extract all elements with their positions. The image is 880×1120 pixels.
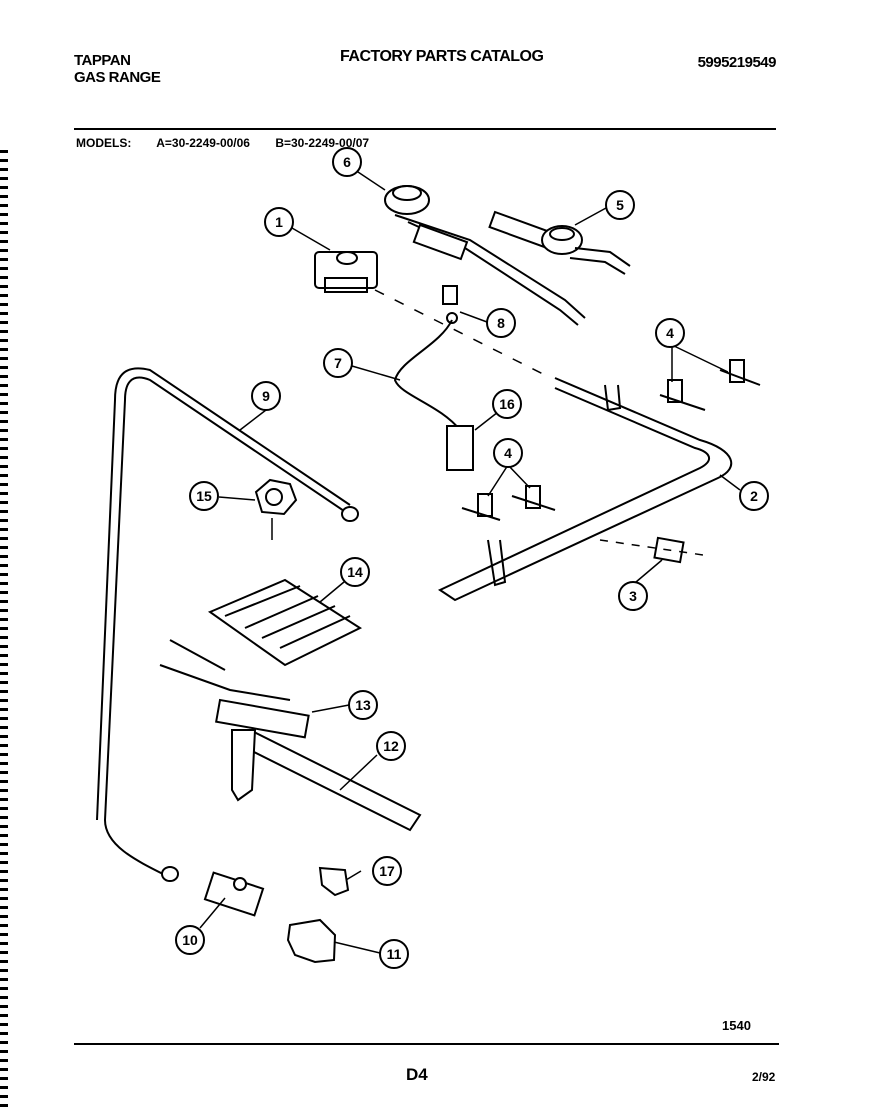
part-17-clip (318, 866, 350, 897)
svg-text:6: 6 (343, 154, 351, 170)
diagram-code: 1540 (722, 1018, 751, 1033)
page-title: FACTORY PARTS CATALOG (340, 48, 544, 65)
callout-15: 15 (189, 481, 219, 511)
part-7-wire (393, 319, 461, 431)
part-14-heat-shield (207, 578, 363, 667)
svg-text:2: 2 (750, 488, 758, 504)
top-rule (74, 128, 776, 130)
part-9-oven-tube (103, 376, 351, 876)
callout-11: 11 (379, 939, 409, 969)
callout-12: 12 (376, 731, 406, 761)
svg-text:14: 14 (347, 564, 363, 580)
callout-2: 2 (739, 481, 769, 511)
callout-3: 3 (618, 581, 648, 611)
models-line: MODELS: A=30-2249-00/06 B=30-2249-00/07 (76, 136, 391, 150)
catalog-number: 5995219549 (697, 54, 777, 71)
callout-9: 9 (251, 381, 281, 411)
svg-text:3: 3 (629, 588, 637, 604)
part-11-bracket (286, 918, 337, 964)
part-15-nut (254, 478, 298, 540)
part-8-bracket (442, 285, 458, 324)
svg-text:1: 1 (275, 214, 283, 230)
svg-text:10: 10 (182, 932, 198, 948)
svg-text:7: 7 (334, 355, 342, 371)
part-5-top-burner-valve (488, 210, 631, 275)
svg-text:8: 8 (497, 315, 505, 331)
part-2-manifold (437, 377, 733, 602)
callout-14: 14 (340, 557, 370, 587)
svg-text:17: 17 (379, 863, 395, 879)
callout-4-upper: 4 (655, 318, 685, 348)
brand-name: TAPPAN (74, 52, 131, 69)
callout-16: 16 (492, 389, 522, 419)
callout-17: 17 (372, 856, 402, 886)
callout-1: 1 (264, 207, 294, 237)
page-number: D4 (406, 1065, 428, 1084)
part-12-oven-burner (231, 728, 422, 832)
models-label: MODELS: (76, 136, 132, 150)
svg-text:11: 11 (387, 946, 402, 962)
bottom-rule (74, 1043, 779, 1045)
callout-13: 13 (348, 690, 378, 720)
scan-edge-marks (0, 150, 8, 1110)
part-16-spark-module (446, 425, 474, 471)
svg-text:15: 15 (196, 488, 212, 504)
callout-8: 8 (486, 308, 516, 338)
svg-text:13: 13 (355, 697, 371, 713)
callout-7: 7 (323, 348, 353, 378)
product-type: GAS RANGE (74, 69, 161, 86)
model-a: A=30-2249-00/06 (156, 136, 250, 150)
svg-text:9: 9 (262, 388, 270, 404)
svg-text:12: 12 (383, 738, 399, 754)
model-b: B=30-2249-00/07 (275, 136, 370, 150)
callout-5: 5 (605, 190, 635, 220)
svg-text:16: 16 (499, 396, 515, 412)
part-4-valves-upper (659, 359, 761, 411)
part-1-switch (314, 251, 378, 293)
part-6-top-burner-valve (384, 185, 586, 326)
revision-date: 2/92 (752, 1070, 776, 1084)
part-13-bracket (159, 639, 310, 739)
callout-4-lower: 4 (493, 438, 523, 468)
leader-lines (199, 169, 741, 954)
brand-block: TAPPAN GAS RANGE (74, 52, 161, 86)
part-4-valves-lower (461, 485, 556, 521)
svg-text:5: 5 (616, 197, 624, 213)
svg-text:4: 4 (666, 325, 674, 341)
callout-10: 10 (175, 925, 205, 955)
callout-6: 6 (332, 147, 362, 177)
svg-text:4: 4 (504, 445, 512, 461)
part-10-bracket (203, 871, 265, 917)
